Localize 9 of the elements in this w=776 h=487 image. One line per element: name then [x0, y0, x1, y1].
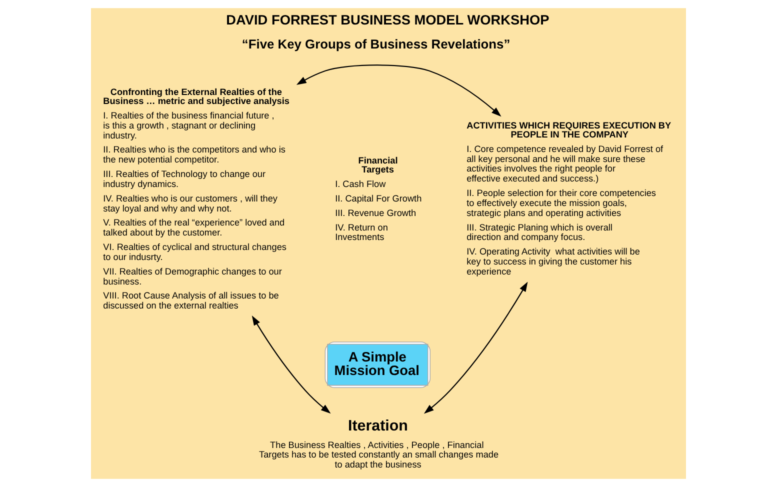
label: “Five Key Groups of Business Revelations”	[241, 36, 510, 52]
arrow	[251, 316, 330, 414]
arrow	[296, 64, 501, 117]
diagram-title: DAVID FORREST BUSINESS MODEL WORKSHOP	[226, 12, 549, 28]
node-text: Iteration The Business Realties , Activities , People , Financial Targets has to be tested constantly an small changes made to adapt the business	[258, 418, 498, 470]
node-text: Confronting the External Realties of the Business … metric and subjective analysis I. Realties of the business financial future , is this a growth , stagnant or declining industry. II. Realties who is the competitors and who is the new potential competitor. III. Realties of Technology to change our industry dynamics. IV. Realties who is our customers , will they stay loyal and why and why not. V. Realties of the real “experience” loved and talked about by the customer. VI. Realties of cyclical and structural changes to our indusrty. VII. Realties of Demographic changes to our business. VIII. Root Cause Analysis of all issues to be discussed on the external realties	[102, 86, 289, 311]
arrow	[423, 282, 528, 414]
node-text: Financial Targets I. Cash Flow II. Capital For Growth III. Revenue Growth IV. Return on Investments	[334, 155, 422, 242]
node-text: ACTIVITIES WHICH REQUIRES EXECUTION BY PEOPLE IN THE COMPANY I. Core competence revealed by David Forrest of all key personal and he will make sure these activities involves the right people for effective executed and success.) II. People selection for their core competencies to effectively execute the mission goals, strategic plans and operating activities III. Strategic Planing which is overall direction and company focus. IV. Operating Activity what activities will be key to success in giving the customer his experience	[466, 120, 671, 276]
